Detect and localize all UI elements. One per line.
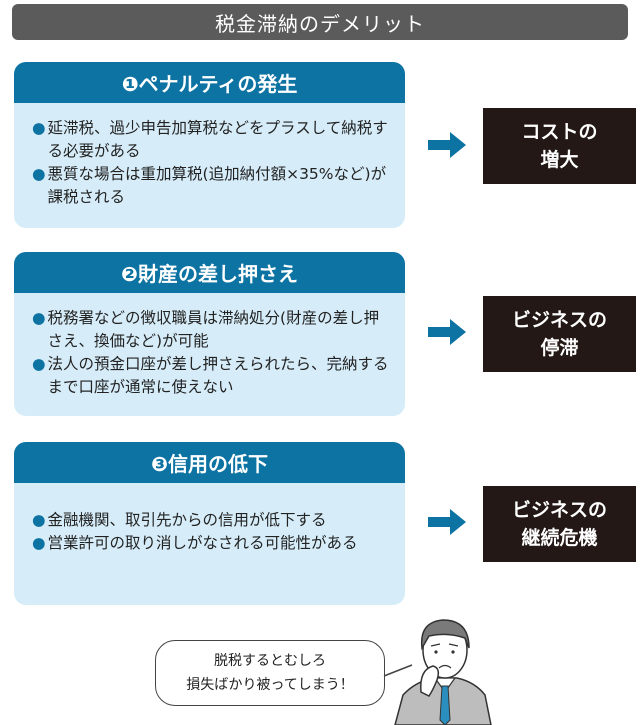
bullet-item: ●法人の預金口座が差し押さえられたら、完納するまで口座が通常に使えない [32, 353, 393, 399]
speech-bubble: 脱税するとむしろ 損失ばかり被ってしまう！ [155, 640, 385, 706]
bubble-tail [383, 664, 413, 677]
arrow-right-icon [428, 319, 466, 345]
bullet-icon: ● [32, 511, 46, 529]
bullet-item: ●悪質な場合は重加算税(追加納付額×35%など)が課税される [32, 163, 393, 209]
bullet-text: 延滞税、過少申告加算税などをプラスして納税する必要がある [47, 119, 388, 160]
bullet-text: 悪質な場合は重加算税(追加納付額×35%など)が課税される [47, 165, 387, 206]
result-line: 増大 [540, 149, 579, 171]
bullet-item: ●営業許可の取り消しがなされる可能性がある [32, 532, 393, 555]
result-line: 停滞 [540, 337, 579, 359]
card-heading: ❸信用の低下 [14, 442, 405, 483]
bullet-text: 法人の預金口座が差し押さえられたら、完納するまで口座が通常に使えない [47, 355, 389, 396]
arrow-right-icon [428, 132, 466, 158]
bubble-line: 脱税するとむしろ [214, 653, 326, 669]
card-seizure: ❷財産の差し押さえ ●税務署などの徴収職員は滞納処分(財産の差し押さえ、換価など… [14, 252, 405, 416]
result-line: コストの [521, 121, 598, 143]
bullet-text: 金融機関、取引先からの信用が低下する [47, 511, 327, 529]
result-box-cost: コストの増大 [483, 108, 636, 184]
bullet-icon: ● [32, 355, 46, 373]
result-line: 継続危機 [521, 527, 598, 549]
bullet-item: ●金融機関、取引先からの信用が低下する [32, 509, 393, 532]
bullet-icon: ● [32, 534, 46, 552]
card-credit: ❸信用の低下 ●金融機関、取引先からの信用が低下する ●営業許可の取り消しがなさ… [14, 442, 405, 605]
bullet-item: ●税務署などの徴収職員は滞納処分(財産の差し押さえ、換価など)が可能 [32, 307, 393, 353]
bullet-icon: ● [32, 309, 46, 327]
bullet-item: ●延滞税、過少申告加算税などをプラスして納税する必要がある [32, 117, 393, 163]
bullet-icon: ● [32, 165, 46, 183]
title-bar: 税金滞納のデメリット [12, 4, 628, 40]
result-line: ビジネスの [511, 499, 607, 521]
worried-businessman-icon [394, 619, 492, 725]
card-heading: ❶ペナルティの発生 [14, 62, 405, 103]
card-heading: ❷財産の差し押さえ [14, 252, 405, 293]
card-penalty: ❶ペナルティの発生 ●延滞税、過少申告加算税などをプラスして納税する必要がある … [14, 62, 405, 228]
result-box-stagnation: ビジネスの停滞 [483, 296, 636, 372]
bullet-text: 税務署などの徴収職員は滞納処分(財産の差し押さえ、換価など)が可能 [47, 309, 380, 350]
arrow-right-icon [428, 509, 466, 535]
bullet-text: 営業許可の取り消しがなされる可能性がある [47, 534, 358, 552]
bullet-icon: ● [32, 119, 46, 137]
result-box-crisis: ビジネスの継続危機 [483, 486, 636, 562]
bubble-line: 損失ばかり被ってしまう！ [186, 677, 354, 693]
title: 税金滞納のデメリット [215, 11, 425, 36]
result-line: ビジネスの [511, 309, 607, 331]
